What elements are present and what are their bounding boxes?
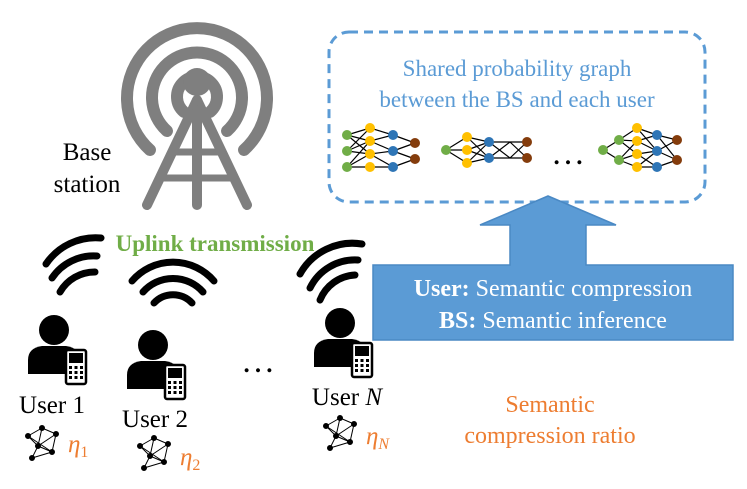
- user-with-phone-icon: [26, 313, 88, 386]
- network-graph-3: [598, 123, 682, 172]
- eta-1: η1: [68, 431, 88, 461]
- user-with-phone-icon: [312, 306, 374, 379]
- uplink-label: Uplink transmission: [116, 231, 315, 256]
- user1-label: User 1: [19, 392, 85, 419]
- callout-arrow: [372, 195, 734, 341]
- callout-line2: BS: Semantic inference: [439, 308, 667, 334]
- mini-graph-icon: [323, 415, 357, 451]
- base-station-label-line1: Base: [63, 139, 112, 166]
- network-ellipsis: …: [551, 135, 585, 172]
- eta-N: ηN: [366, 423, 390, 453]
- network-graph-1: [342, 123, 420, 172]
- shared-graph-title-line1: Shared probability graph: [403, 56, 632, 81]
- user-with-phone-icon: [125, 328, 187, 401]
- base-station-label-line2: station: [54, 171, 121, 198]
- userN-label: User N: [312, 384, 383, 411]
- shared-graph-title-line2: between the BS and each user: [379, 87, 655, 112]
- wifi-signal-icon: [42, 234, 105, 296]
- eta-2: η2: [180, 444, 200, 474]
- callout-line1: User: Semantic compression: [414, 276, 693, 302]
- ratio-caption-line1: Semantic: [505, 392, 594, 418]
- mini-graph-icon: [25, 425, 59, 461]
- mini-graph-icon: [137, 435, 171, 471]
- wifi-signal-icon: [296, 239, 366, 304]
- wifi-signal-icon: [128, 258, 218, 307]
- ratio-caption-line2: compression ratio: [464, 423, 635, 449]
- shared-graph-box: [327, 30, 707, 204]
- users-ellipsis: …: [241, 343, 275, 380]
- network-graph-2: [441, 132, 532, 168]
- radio-tower-icon: [121, 22, 273, 210]
- user2-label: User 2: [122, 406, 188, 433]
